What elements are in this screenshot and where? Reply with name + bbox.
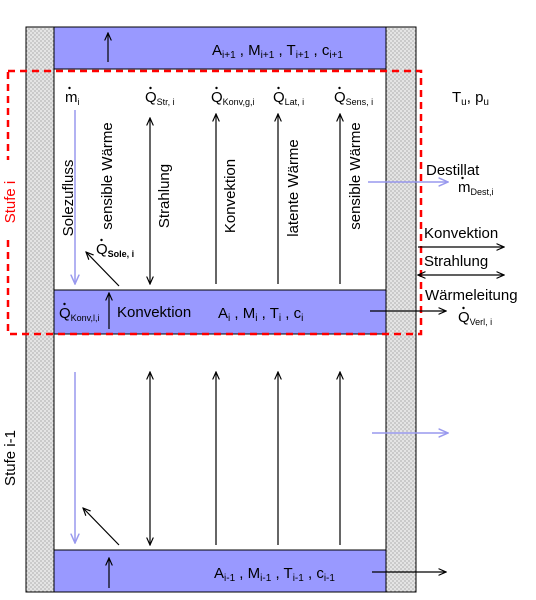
svg-text:QSole, i: QSole, i [96,241,134,259]
svg-text:mi: mi [65,89,80,107]
stage-i-1-label: Stufe i-1 [2,430,19,486]
q-verl-label: QVerl, i [458,306,492,327]
svg-text:mDest,i: mDest,i [458,179,494,197]
strahlung-right-label: Strahlung [424,253,488,270]
svg-text:QLat, i: QLat, i [273,89,304,107]
m-dest-label: mDest,i [458,176,494,197]
flux-header-konv: QKonv,g,i [211,86,255,107]
stage-i-boundary [6,69,423,336]
sole-label: QSole, i [96,238,134,259]
bottom-layer [53,549,387,593]
top-layer-label: Ai+1 , Mi+1 , Ti+1 , ci+1 [212,42,343,61]
middle-layer-q-konv: QKonv,l,i [59,302,100,323]
stage-i-label: Stufe i [2,181,19,224]
bottom-layer-label: Ai-1 , Mi-1 , Ti-1 , ci-1 [214,565,335,584]
middle-layer-convection: Konvektion [117,304,191,321]
svg-text:QSens, i: QSens, i [334,89,373,107]
top-layer [53,26,387,70]
sole-diagonal-arrow [86,252,120,287]
waermeleitung-label: Wärmeleitung [425,287,518,304]
flux-header-m: mi [65,86,80,107]
right-wall [385,26,417,593]
flux-header-lat: QLat, i [273,86,304,107]
svg-text:QStr, i: QStr, i [145,89,175,107]
svg-text:QKonv,g,i: QKonv,g,i [211,89,255,107]
sensible-left-label: sensible Wärme [99,122,116,230]
sensible-right-label: sensible Wärme [347,122,364,230]
stage-i-label-bg [1,160,19,240]
latente-label: latente Wärme [285,139,302,237]
flux-header-sens: QSens, i [334,86,373,107]
ambient-label: Tu, pu [452,89,489,108]
strahlung-label: Strahlung [156,164,173,228]
svg-text:QVerl, i: QVerl, i [458,309,492,327]
middle-layer-label: Ai , Mi , Ti , ci [218,305,303,324]
flux-header-str: QStr, i [145,86,175,107]
left-wall [25,26,55,593]
svg-text:QKonv,l,i: QKonv,l,i [59,305,100,323]
solezufluss-label: Solezufluss [60,160,77,237]
lower-sole-diagonal-arrow [83,508,120,546]
konvektion-label: Konvektion [222,159,239,233]
destillat-label: Destillat [426,162,480,179]
konvektion-right-label: Konvektion [424,225,498,242]
